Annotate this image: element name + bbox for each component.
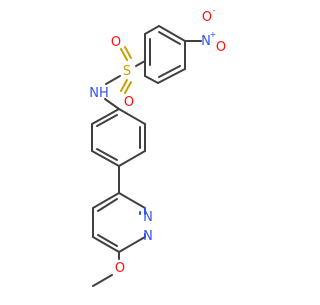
bond — [135, 60, 146, 67]
bond — [120, 48, 128, 61]
nitro-o-minus-charge: - — [213, 6, 216, 15]
bond — [118, 150, 146, 167]
bond — [91, 108, 120, 125]
bond-inner — [96, 114, 118, 127]
bond — [118, 236, 146, 253]
bond — [92, 274, 113, 287]
pyridazine-n2-label: N — [143, 229, 153, 244]
bond-inner — [97, 234, 118, 247]
nitro-o-label: O — [216, 40, 226, 55]
bond-inner — [158, 31, 181, 45]
bond — [124, 81, 132, 94]
bond — [124, 46, 132, 59]
sulfonyl-o-top-label: O — [111, 35, 121, 50]
molecule-structure: S O O NH N + O - O N N O — [89, 6, 226, 287]
bond — [105, 75, 121, 85]
bond — [158, 25, 186, 42]
nitro-n-charge: + — [210, 30, 217, 39]
bond — [104, 98, 120, 110]
sulfonyl-o-bottom-label: O — [124, 95, 134, 110]
nitro-o-minus-label: O — [202, 10, 212, 25]
bond — [118, 192, 146, 209]
amide-nh-label: NH — [89, 86, 109, 101]
bond — [144, 75, 159, 84]
bonds — [91, 25, 202, 287]
bond-inner — [158, 65, 181, 78]
bond — [92, 236, 120, 253]
bond-inner — [96, 148, 118, 161]
bond-inner — [97, 198, 118, 212]
bond — [92, 192, 120, 209]
bond — [118, 108, 146, 125]
methoxy-o-label: O — [115, 261, 125, 276]
pyridazine-n1-label: N — [143, 210, 153, 225]
sulfonyl-s-label: S — [123, 64, 131, 79]
molecule-canvas: S O O NH N + O - O N N O — [89, 6, 226, 287]
nitro-n-label: N — [201, 34, 211, 49]
atom-labels: S O O NH N + O - O N N O — [89, 6, 226, 276]
bond — [120, 79, 128, 92]
bond — [91, 150, 120, 167]
bond — [157, 68, 186, 84]
bond — [144, 25, 160, 35]
